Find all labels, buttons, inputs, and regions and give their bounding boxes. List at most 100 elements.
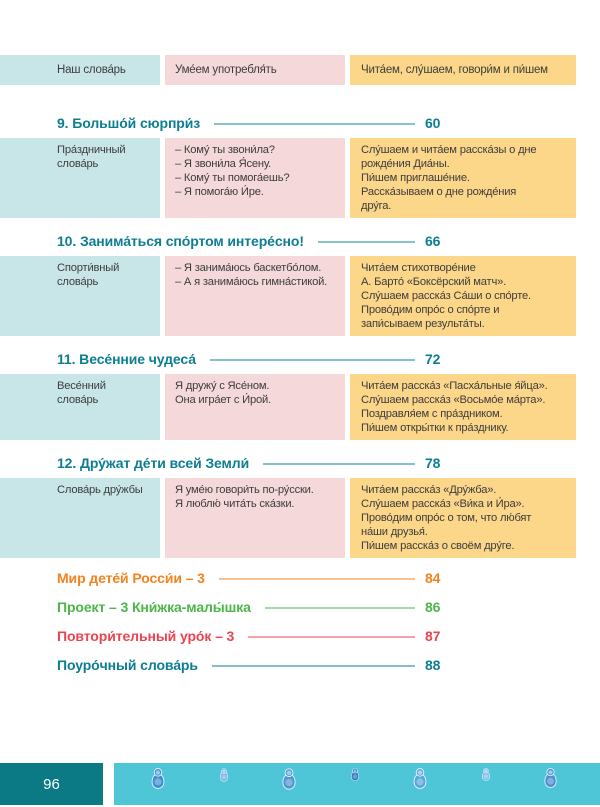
- text-line: дру́га.: [361, 200, 392, 212]
- section-heading-row[interactable]: 11. Весе́нние чудеса́ 72: [57, 351, 570, 368]
- text-line: Прово́дим опро́с о спо́рте и: [361, 304, 500, 316]
- header-cell-usage: Уме́ем употребля́ть: [165, 55, 345, 85]
- section-page-number: 60: [425, 115, 441, 131]
- leader-line: [264, 607, 415, 609]
- vocab-cell: Весе́нний слова́рь: [0, 374, 160, 440]
- matryoshka-icon: [219, 768, 228, 782]
- matryoshka-icon: [413, 768, 427, 789]
- matryoshka-icon: [350, 768, 359, 781]
- text-line: Я люблю́ чита́ть ска́зки.: [175, 498, 295, 510]
- section-page-number: 66: [425, 233, 441, 249]
- text-line: Пи́шем приглаше́ние.: [361, 172, 470, 184]
- footer-icon-bar: [114, 763, 600, 805]
- text-line: – А я занима́юсь гимна́стикой.: [175, 276, 328, 288]
- section-title: 10. Занима́ться спо́ртом интере́сно!: [57, 233, 304, 249]
- activities-cell: Чита́ем расска́з «Дру́жба». Слу́шаем расс…: [350, 478, 576, 558]
- header-label: Наш слова́рь: [57, 64, 126, 76]
- text-line: Пра́здничный: [57, 144, 126, 156]
- text-line: Чита́ем расска́з «Дру́жба».: [361, 484, 497, 496]
- text-line: – Я занима́юсь баскетбо́лом.: [175, 262, 322, 274]
- text-line: Пи́шем расска́з о своём дру́ге.: [361, 540, 515, 552]
- usage-cell: Я уме́ю говори́ть по-ру́сски. Я люблю́ чи…: [165, 478, 345, 558]
- section-content-row: Весе́нний слова́рь Я дружу́ с Ясе́ном. Она…: [0, 374, 600, 440]
- usage-cell: – Я занима́юсь баскетбо́лом. – А я занима…: [165, 256, 345, 336]
- text-line: Спорти́вный: [57, 262, 120, 274]
- section-title: 12. Дру́жат де́ти всей Земли́: [57, 455, 250, 471]
- header-label: Уме́ем употребля́ть: [175, 64, 277, 76]
- text-line: – Я звони́ла Я́сену.: [175, 158, 272, 170]
- text-line: слова́рь: [57, 394, 99, 406]
- toc-links: Мир дете́й Росси́и – 3 84 Проект – 3 Кни…: [0, 570, 600, 674]
- header-label: Чита́ем, слу́шаем, говори́м и пи́шем: [361, 64, 548, 76]
- text-line: Расска́зываем о дне рожде́ния: [361, 186, 517, 198]
- matryoshka-icon: [282, 768, 296, 790]
- activities-cell: Чита́ем расска́з «Пасха́льные я́йца».Слу…: [350, 374, 576, 440]
- section-page-number: 78: [425, 455, 441, 471]
- usage-cell: – Кому́ ты звони́ла? – Я звони́ла Я́сену.…: [165, 138, 345, 218]
- leader-line: [214, 123, 415, 125]
- section-title: 11. Весе́нние чудеса́: [57, 351, 196, 367]
- text-line: Слу́шаем и чита́ем расска́зы о дне: [361, 144, 537, 156]
- text-line: А. Барто́ «Боксёрский матч».: [361, 276, 507, 288]
- toc-link-row[interactable]: Поуро́чный слова́рь 88: [57, 657, 570, 674]
- link-page-number: 84: [425, 570, 441, 586]
- header-cell-vocabulary: Наш слова́рь: [0, 55, 160, 85]
- text-line: на́ши друзья́.: [361, 526, 428, 538]
- link-label: Повтори́тельный уро́к – 3: [57, 628, 235, 644]
- leader-line: [317, 241, 415, 243]
- footer-bar: 96: [0, 763, 600, 805]
- toc-section: 12. Дру́жат де́ти всей Земли́ 78 Слова́р…: [0, 455, 600, 558]
- toc-link-row[interactable]: Мир дете́й Росси́и – 3 84: [57, 570, 570, 587]
- matryoshka-icon: [151, 768, 165, 789]
- toc-link-row[interactable]: Повтори́тельный уро́к – 3 87: [57, 628, 570, 645]
- table-header-row: Наш слова́рь Уме́ем употребля́ть Чита́ем…: [0, 55, 600, 85]
- matryoshka-icon: [544, 768, 557, 788]
- vocab-cell: Слова́рь дру́жбы: [0, 478, 160, 558]
- matryoshka-icon: [481, 768, 490, 781]
- text-line: Поздравля́ем с пра́здником.: [361, 408, 503, 420]
- link-label: Проект – 3 Кни́жка-малы́шка: [57, 599, 251, 615]
- leader-line: [263, 463, 415, 465]
- text-line: – Кому́ ты звони́ла?: [175, 144, 275, 156]
- section-heading-row[interactable]: 9. Большо́й сюрпри́з 60: [57, 115, 570, 132]
- text-line: запи́сываем результа́ты.: [361, 318, 485, 330]
- leader-line: [209, 359, 415, 361]
- page-number-box: 96: [0, 763, 103, 805]
- text-line: Прово́дим опро́с о том, что лю́бят: [361, 512, 532, 524]
- toc-link-row[interactable]: Проект – 3 Кни́жка-малы́шка 86: [57, 599, 570, 616]
- usage-cell: Я дружу́ с Ясе́ном. Она игра́ет с И́рой.: [165, 374, 345, 440]
- section-page-number: 72: [425, 351, 441, 367]
- page-number: 96: [43, 775, 60, 793]
- leader-line: [211, 665, 415, 667]
- toc-section: 10. Занима́ться спо́ртом интере́сно! 66 …: [0, 233, 600, 336]
- section-title: 9. Большо́й сюрпри́з: [57, 115, 201, 131]
- leader-line: [248, 636, 415, 638]
- section-heading-row[interactable]: 10. Занима́ться спо́ртом интере́сно! 66: [57, 233, 570, 250]
- section-content-row: Слова́рь дру́жбы Я уме́ю говори́ть по-ру…: [0, 478, 600, 558]
- header-cell-activities: Чита́ем, слу́шаем, говори́м и пи́шем: [350, 55, 576, 85]
- text-line: Я дружу́ с Ясе́ном.: [175, 380, 270, 392]
- text-line: Она игра́ет с И́рой.: [175, 394, 272, 406]
- link-page-number: 88: [425, 657, 441, 673]
- link-page-number: 87: [425, 628, 441, 644]
- text-line: – Я помога́ю И́ре.: [175, 186, 264, 198]
- text-line: – Кому́ ты помога́ешь?: [175, 172, 290, 184]
- text-line: Весе́нний: [57, 380, 106, 392]
- toc-section: 11. Весе́нние чудеса́ 72 Весе́нний слова́…: [0, 351, 600, 440]
- text-line: Слу́шаем расска́з «Ви́ка и И́ра».: [361, 498, 525, 510]
- text-line: Слу́шаем расска́з Са́ши о спо́рте.: [361, 290, 531, 302]
- text-line: Пи́шем откры́тки к пра́зднику.: [361, 422, 509, 434]
- text-line: Слу́шаем расска́з «Восьмо́е ма́рта».: [361, 394, 546, 406]
- link-label: Поуро́чный слова́рь: [57, 657, 198, 673]
- section-heading-row[interactable]: 12. Дру́жат де́ти всей Земли́ 78: [57, 455, 570, 472]
- leader-line: [218, 578, 415, 580]
- text-line: Я уме́ю говори́ть по-ру́сски.: [175, 484, 314, 496]
